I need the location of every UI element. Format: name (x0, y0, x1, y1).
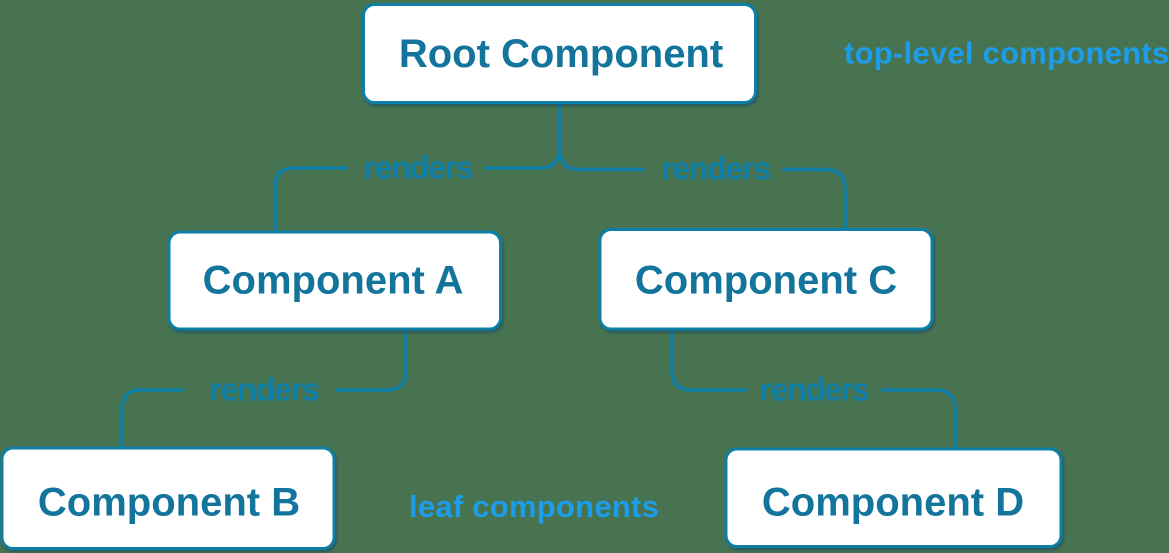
svg-text:Component A: Component A (203, 259, 464, 303)
svg-text:top-level components: top-level components (844, 36, 1169, 71)
svg-text:renders: renders (760, 372, 869, 408)
svg-text:Component B: Component B (38, 481, 300, 525)
svg-text:renders: renders (210, 372, 319, 408)
svg-text:Root Component: Root Component (399, 32, 723, 76)
svg-text:renders: renders (364, 150, 473, 186)
svg-text:Component C: Component C (635, 259, 897, 303)
svg-text:leaf components: leaf components (409, 489, 659, 524)
svg-text:Component D: Component D (762, 481, 1024, 525)
svg-text:renders: renders (661, 151, 770, 187)
